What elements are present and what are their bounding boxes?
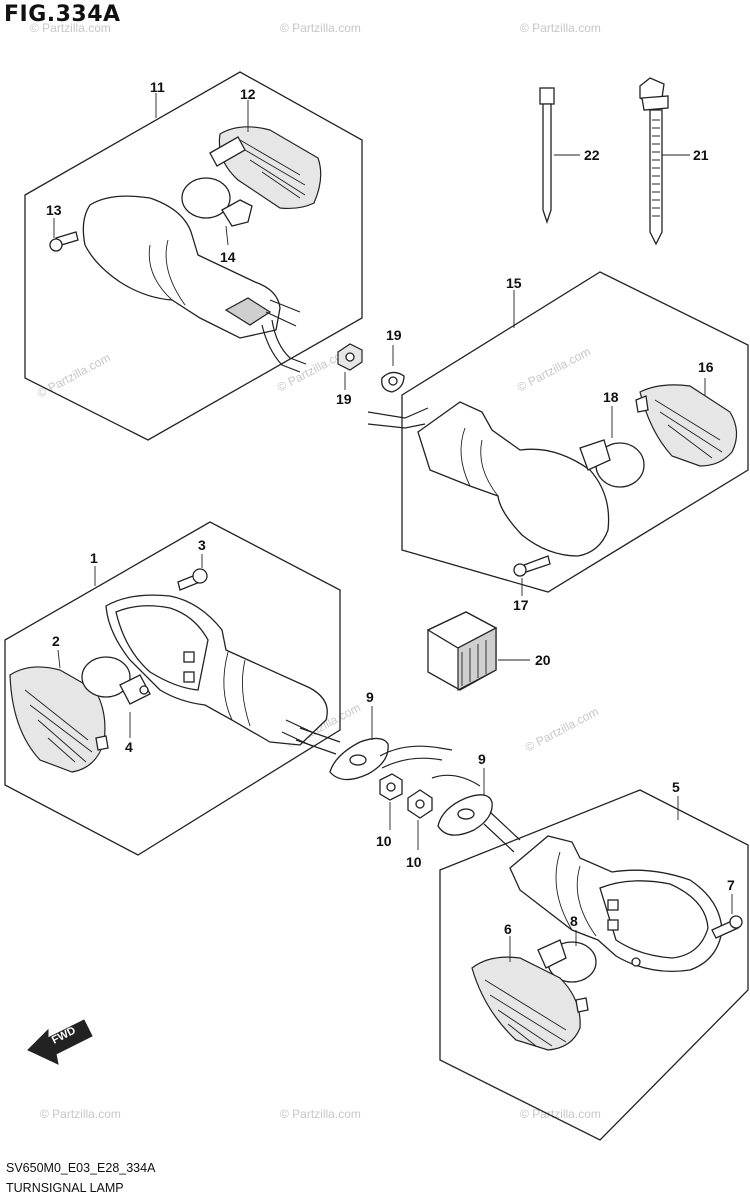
callout-9a: 9 [366, 689, 374, 705]
watermark: © Partzilla.com [520, 1107, 601, 1121]
lamp-assembly-15 [367, 271, 749, 596]
callout-11: 11 [150, 79, 165, 95]
callout-7: 7 [727, 877, 735, 893]
lamp-assembly-1 [4, 521, 341, 856]
callout-9b: 9 [478, 751, 486, 767]
cable-ties [539, 77, 690, 246]
nut-19 [337, 343, 405, 393]
callout-22: 22 [584, 147, 600, 163]
watermark: © Partzilla.com [523, 704, 601, 754]
callout-13: 13 [46, 202, 62, 218]
callout-16: 16 [698, 359, 714, 375]
lamp-assembly-11 [24, 71, 363, 441]
watermark: © Partzilla.com [515, 344, 593, 394]
callout-20: 20 [535, 652, 551, 668]
footer: SV650M0_E03_E28_334A TURNSIGNAL LAMP [6, 1158, 155, 1198]
figure-title: FIG.334A [4, 2, 121, 27]
relay-20 [426, 611, 530, 691]
callout-4: 4 [125, 739, 133, 755]
callout-2: 2 [52, 633, 60, 649]
fwd-arrow-icon: FWD [27, 1019, 93, 1065]
callout-10b: 10 [406, 854, 422, 870]
callout-5: 5 [672, 779, 680, 795]
grommets-and-nuts [329, 706, 521, 853]
callout-19b: 19 [336, 391, 352, 407]
callout-8: 8 [570, 913, 578, 929]
diagram-caption: TURNSIGNAL LAMP [6, 1181, 124, 1195]
callout-6: 6 [504, 921, 512, 937]
model-code: SV650M0_E03_E28_334A [6, 1161, 156, 1175]
callout-19a: 19 [386, 327, 402, 343]
watermark: © Partzilla.com [520, 21, 601, 35]
callout-21: 21 [693, 147, 709, 163]
lamp-assembly-5 [439, 789, 749, 1141]
callout-12: 12 [240, 86, 256, 102]
callout-14: 14 [220, 249, 236, 265]
callout-18: 18 [603, 389, 619, 405]
callout-labels: 11 12 13 14 19 19 22 21 15 16 18 17 1 3 … [46, 79, 735, 937]
callout-1: 1 [90, 550, 98, 566]
watermark: © Partzilla.com [40, 1107, 121, 1121]
callout-15: 15 [506, 275, 522, 291]
watermark: © Partzilla.com [35, 350, 113, 400]
callout-17: 17 [513, 597, 529, 613]
watermark: © Partzilla.com [30, 21, 111, 35]
watermark: © Partzilla.com [280, 1107, 361, 1121]
watermark: © Partzilla.com [280, 21, 361, 35]
callout-3: 3 [198, 537, 206, 553]
callout-10a: 10 [376, 833, 392, 849]
